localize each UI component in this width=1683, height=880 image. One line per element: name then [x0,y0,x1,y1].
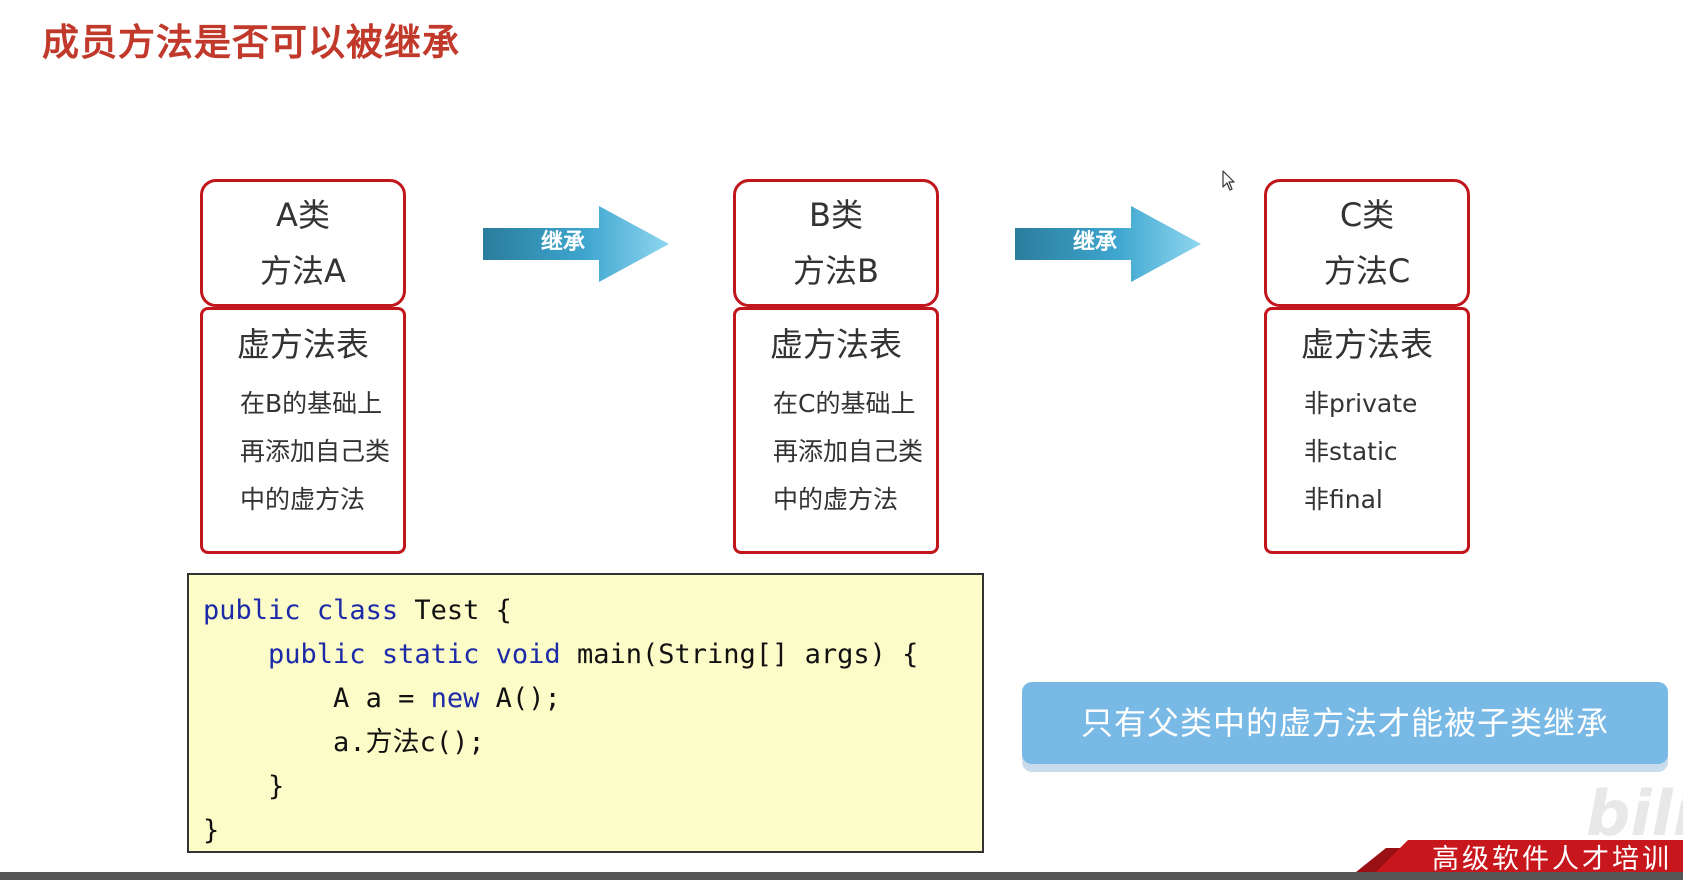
vtable-item: 中的虚方法 [240,485,366,514]
arrow-right-icon [483,206,669,282]
code-line: public class Test { [203,595,512,626]
class-c-box: C类 方法C [1264,179,1470,307]
vtable-item: 非private [1304,389,1418,418]
class-c-vtable: 虚方法表 非private 非static 非final [1264,307,1470,554]
vtable-item: 非static [1304,437,1398,466]
code-line: } [203,815,220,846]
inherit-arrow-2: 继承 [1015,206,1201,282]
class-a-box: A类 方法A [200,179,406,307]
class-c-method: 方法C [1323,252,1411,290]
class-b-vtable-title: 虚方法表 [770,325,902,364]
class-b-vtable: 虚方法表 在C的基础上 再添加自己类 中的虚方法 [733,307,939,554]
mouse-cursor-icon [1222,170,1235,191]
code-block: public class Test { public static void m… [187,573,984,853]
vtable-item: 再添加自己类 [773,437,924,466]
inherit-arrow-2-label: 继承 [1072,230,1117,255]
class-a-name: A类 [276,196,330,234]
class-c-vtable-list: 非private 非static 非final [1304,380,1467,524]
vtable-item: 在C的基础上 [773,389,916,418]
vtable-item: 中的虚方法 [773,485,899,514]
vtable-item: 再添加自己类 [240,437,391,466]
code-line: public static void main(String[] args) { [268,639,919,670]
code-line: a.方法c(); [333,727,485,758]
class-a-method: 方法A [260,252,346,290]
class-a-vtable-title: 虚方法表 [237,325,369,364]
class-c-name: C类 [1339,196,1395,234]
inherit-arrow-1-label: 继承 [540,230,585,255]
class-b-vtable-list: 在C的基础上 再添加自己类 中的虚方法 [773,380,936,524]
class-a-vtable-list: 在B的基础上 再添加自己类 中的虚方法 [240,380,403,524]
arrow-right-icon [1015,206,1201,282]
code-line: } [203,771,285,802]
class-b-method: 方法B [793,252,879,290]
bilibili-watermark: bili [1586,784,1683,844]
inherit-arrow-1: 继承 [483,206,669,282]
vtable-item: 非final [1304,485,1383,514]
class-b-name: B类 [809,196,863,234]
bottom-bar [0,872,1683,880]
class-a-vtable: 虚方法表 在B的基础上 再添加自己类 中的虚方法 [200,307,406,554]
note-banner: 只有父类中的虚方法才能被子类继承 [1022,682,1668,764]
class-b-box: B类 方法B [733,179,939,307]
class-c-vtable-title: 虚方法表 [1301,325,1433,364]
vtable-item: 在B的基础上 [240,389,383,418]
brand-text: 高级软件人才培训 [1432,844,1672,875]
code-line: A a = new A(); [333,683,561,714]
slide-title: 成员方法是否可以被继承 [42,21,460,64]
